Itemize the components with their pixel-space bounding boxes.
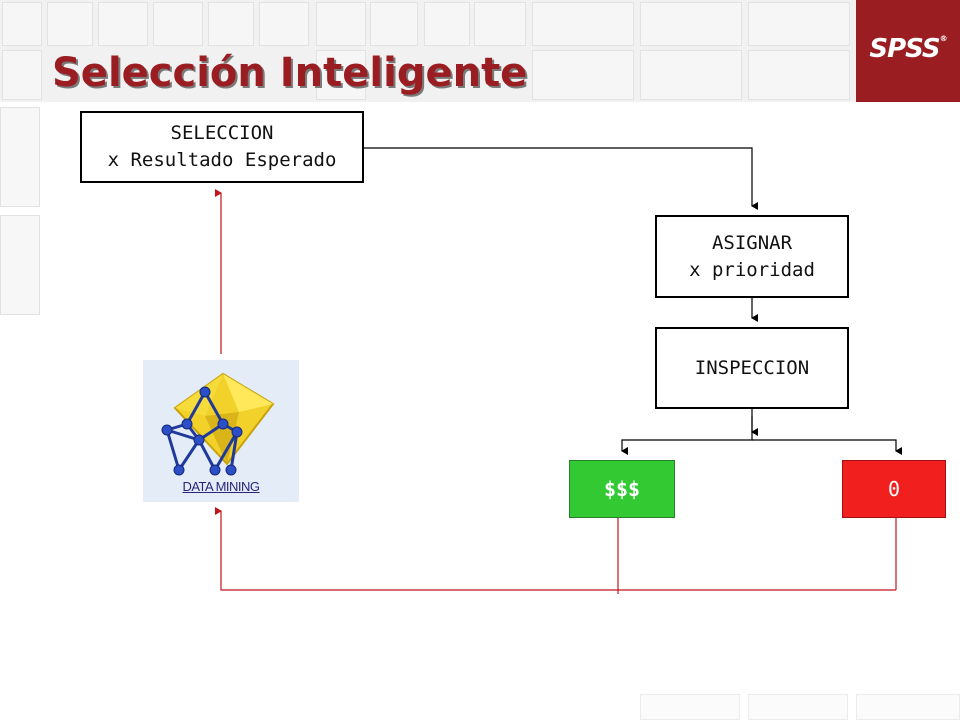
node-zero-outcome: 0 <box>842 460 946 518</box>
node-inspeccion: INSPECCION <box>655 327 849 409</box>
node-zero-label: 0 <box>887 477 901 501</box>
grid-cell <box>316 50 366 100</box>
node-seleccion: SELECCION x Resultado Esperado <box>80 111 364 183</box>
edge-inspeccion-to-money <box>621 409 753 455</box>
grid-cell <box>474 2 526 46</box>
spss-logo: SPSS® <box>856 0 960 102</box>
slide-title: Selección Inteligente <box>52 50 528 96</box>
grid-cell <box>748 2 850 46</box>
header-grid-background <box>0 0 856 102</box>
grid-cell <box>424 2 470 46</box>
spss-logo-text: SPSS® <box>856 34 960 64</box>
grid-cell <box>748 50 850 100</box>
side-grid-cell <box>0 215 40 315</box>
edge-seleccion-to-asignar <box>364 147 758 210</box>
registered-mark: ® <box>939 34 948 43</box>
grid-cell <box>2 50 42 100</box>
node-inspeccion-title: INSPECCION <box>694 356 810 379</box>
edge-inspeccion-to-zero <box>752 439 902 455</box>
grid-cell <box>640 50 742 100</box>
grid-cell <box>2 2 42 46</box>
grid-cell <box>98 2 148 46</box>
logo-wordmark: SPSS <box>869 34 940 64</box>
data-mining-network-icon <box>161 372 275 476</box>
node-asignar: ASIGNAR x prioridad <box>655 215 849 298</box>
edge-feedback-to-data-mining <box>215 507 896 591</box>
node-asignar-title: ASIGNAR <box>711 231 793 254</box>
node-money-label: $$$ <box>603 477 641 501</box>
node-seleccion-title: SELECCION <box>170 122 274 145</box>
grid-cell <box>259 2 309 46</box>
node-seleccion-subtitle: x Resultado Esperado <box>107 149 337 171</box>
data-mining-panel: DATA MINING <box>143 360 299 502</box>
grid-cell <box>370 2 418 46</box>
node-money-outcome: $$$ <box>569 460 675 518</box>
grid-cell <box>640 2 742 46</box>
node-asignar-subtitle: x prioridad <box>689 258 815 281</box>
grid-cell <box>316 2 366 46</box>
grid-cell <box>208 2 254 46</box>
grid-cell <box>532 2 634 46</box>
grid-cell <box>47 2 93 46</box>
grid-cell <box>532 50 634 100</box>
side-grid-cell <box>0 107 40 207</box>
grid-cell <box>153 2 203 46</box>
data-mining-caption: DATA MINING <box>182 479 260 494</box>
